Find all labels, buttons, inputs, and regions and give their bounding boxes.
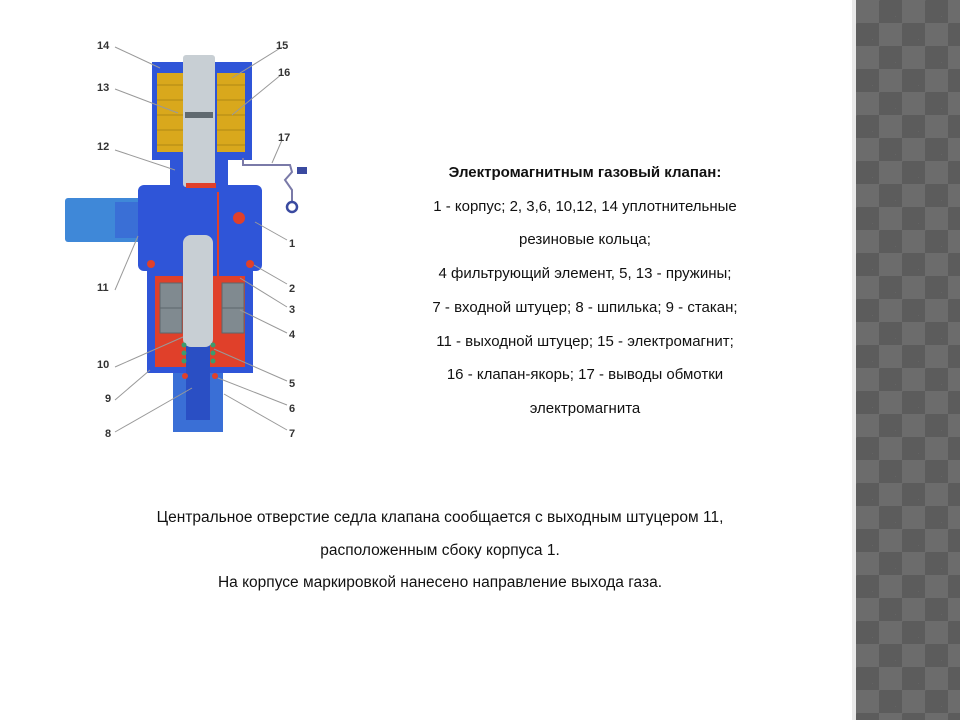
label-2: 2: [289, 283, 295, 295]
label-13: 13: [97, 82, 109, 94]
coil-leads: [242, 158, 294, 202]
slide-border: [852, 0, 856, 720]
valve-drawing: [65, 55, 307, 432]
label-11: 11: [97, 282, 109, 294]
paragraph-line: Центральное отверстие седла клапана сооб…: [156, 509, 724, 526]
label-6: 6: [289, 403, 295, 415]
caption-line: 4 фильтрующий элемент, 5, 13 - пружины;: [438, 265, 732, 283]
label-15: 15: [276, 40, 288, 52]
paragraph-line: На корпусе маркировкой нанесено направле…: [217, 574, 663, 591]
coil-left: [157, 73, 185, 152]
label-8: 8: [105, 428, 111, 440]
armature: [183, 55, 215, 187]
caption-title: Электромагнитным газовый клапан:: [448, 164, 722, 181]
label-1: 1: [289, 238, 295, 250]
caption-line: 7 - входной штуцер; 8 - шпилька; 9 - ста…: [432, 298, 738, 316]
paragraph-line: расположенным сбоку корпуса 1.: [320, 541, 560, 559]
caption-line: 1 - корпус; 2, 3,6, 10,12, 14 уплотнител…: [433, 197, 737, 215]
valve-body: [138, 185, 262, 271]
valve-diagram: 14 15 16 13 17 12 1 11 2 3 4 10 5 9 6 8 …: [65, 40, 307, 440]
label-10: 10: [97, 359, 109, 371]
caption-line: 11 - выходной штуцер; 15 - электромагнит…: [436, 332, 734, 350]
label-12: 12: [97, 141, 109, 153]
label-9: 9: [105, 393, 111, 405]
leader-lines: [114, 46, 288, 433]
decorative-pattern-strip: [856, 0, 960, 720]
label-16: 16: [278, 67, 290, 79]
label-3: 3: [289, 304, 295, 316]
diagram-caption: Электромагнитным газовый клапан: 1 - кор…: [380, 156, 790, 426]
caption-line: электромагнита: [529, 399, 641, 417]
caption-line: резиновые кольца;: [519, 231, 651, 249]
part-labels: 14 15 16 13 17 12 1 11 2 3 4 10 5 9 6 8 …: [97, 40, 296, 440]
coil-right: [217, 73, 245, 152]
caption-line: 16 - клапан-якорь; 17 - выводы обмотки: [446, 366, 724, 384]
label-17: 17: [278, 132, 290, 144]
center-rod: [183, 235, 213, 347]
description-paragraph: Центральное отверстие седла клапана сооб…: [60, 502, 820, 600]
label-14: 14: [97, 40, 110, 52]
label-5: 5: [289, 378, 295, 390]
label-4: 4: [289, 329, 296, 341]
label-7: 7: [289, 428, 295, 440]
